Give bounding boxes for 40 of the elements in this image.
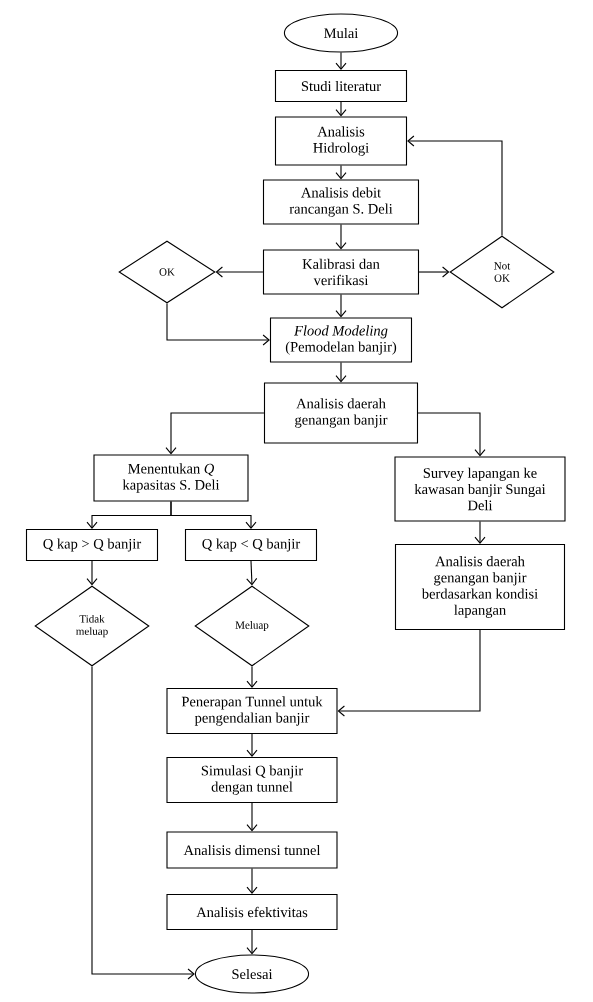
- process-box: Analisis dimensi tunnel: [166, 831, 338, 869]
- arrow: [91, 666, 195, 980]
- arrow: [335, 294, 347, 318]
- process-box: Survey lapangan ke kawasan banjir Sungai Deli: [394, 456, 566, 522]
- process-box: Analisis efektivitas: [166, 893, 338, 931]
- process-box: Flood Modeling (Pemodelan banjir): [269, 317, 413, 363]
- process-box: Penerapan Tunnel untuk pengendalian banjir: [166, 687, 338, 735]
- arrow: [86, 560, 98, 586]
- arrow: [337, 629, 481, 717]
- arrow: [246, 868, 258, 894]
- arrow: [170, 501, 257, 529]
- arrow: [335, 362, 347, 383]
- arrow: [417, 412, 486, 457]
- arrow: [246, 560, 258, 586]
- terminator-oval: Mulai: [283, 13, 399, 53]
- arrow: [215, 266, 264, 278]
- terminator-oval: Selesai: [194, 954, 310, 994]
- process-box: Q kap < Q banjir: [184, 528, 318, 562]
- arrow: [246, 666, 258, 688]
- process-box: Analisis daerah genangan banjir berdasarkan kondisi lapangan: [394, 543, 566, 631]
- process-box: Analisis daerah genangan banjir: [263, 382, 419, 444]
- process-box: Analisis debit rancangan S. Deli: [262, 179, 420, 225]
- arrow: [246, 802, 258, 832]
- arrow: [418, 266, 450, 278]
- arrow: [335, 52, 347, 70]
- arrow: [335, 101, 347, 117]
- process-box: Q kap > Q banjir: [25, 528, 159, 562]
- process-box: Simulasi Q banjir dengan tunnel: [166, 756, 338, 804]
- arrow: [246, 733, 258, 757]
- arrow: [407, 135, 503, 236]
- process-box: Analisis Hidrologi: [274, 116, 408, 166]
- arrow: [335, 165, 347, 180]
- process-box: Menentukan Q kapasitas S. Deli: [93, 454, 249, 502]
- arrow: [166, 303, 270, 346]
- process-box: Kalibrasi dan verifikasi: [262, 249, 420, 295]
- arrow: [165, 412, 265, 455]
- arrow: [246, 929, 258, 955]
- arrow: [474, 521, 486, 544]
- process-box: Studi literatur: [274, 69, 408, 103]
- arrow: [335, 224, 347, 250]
